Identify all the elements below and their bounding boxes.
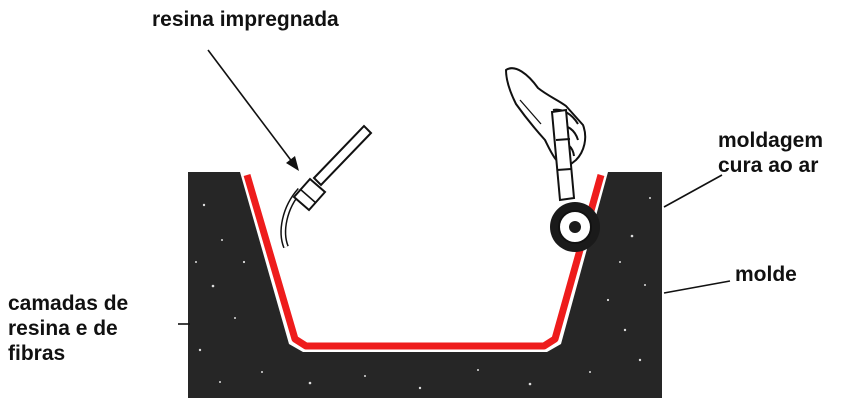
label-curing-line-2: cura ao ar bbox=[718, 154, 819, 177]
mold-texture bbox=[195, 197, 651, 390]
label-curing: moldagem cura ao ar bbox=[718, 128, 823, 178]
resin-fiber-layer bbox=[243, 174, 605, 350]
hand-icon bbox=[505, 67, 587, 169]
label-curing-line-1: moldagem bbox=[718, 129, 824, 152]
label-layers-line-2: resina e de bbox=[8, 317, 118, 340]
label-mold: molde bbox=[735, 262, 797, 287]
resin-arrowhead bbox=[286, 156, 299, 171]
label-layers-line-1: camadas de bbox=[8, 292, 129, 315]
leader-lines bbox=[178, 49, 731, 325]
label-resin-text: resina impregnada bbox=[152, 8, 339, 31]
mold-body bbox=[188, 172, 662, 398]
resin-applicator bbox=[280, 124, 373, 249]
label-resin: resina impregnada bbox=[152, 7, 339, 32]
brush-roller-icon bbox=[550, 202, 600, 252]
label-layers: camadas de resina e de fibras bbox=[8, 291, 128, 366]
label-mold-text: molde bbox=[735, 263, 797, 286]
roller-handle bbox=[550, 108, 576, 202]
label-layers-line-3: fibras bbox=[8, 342, 66, 365]
